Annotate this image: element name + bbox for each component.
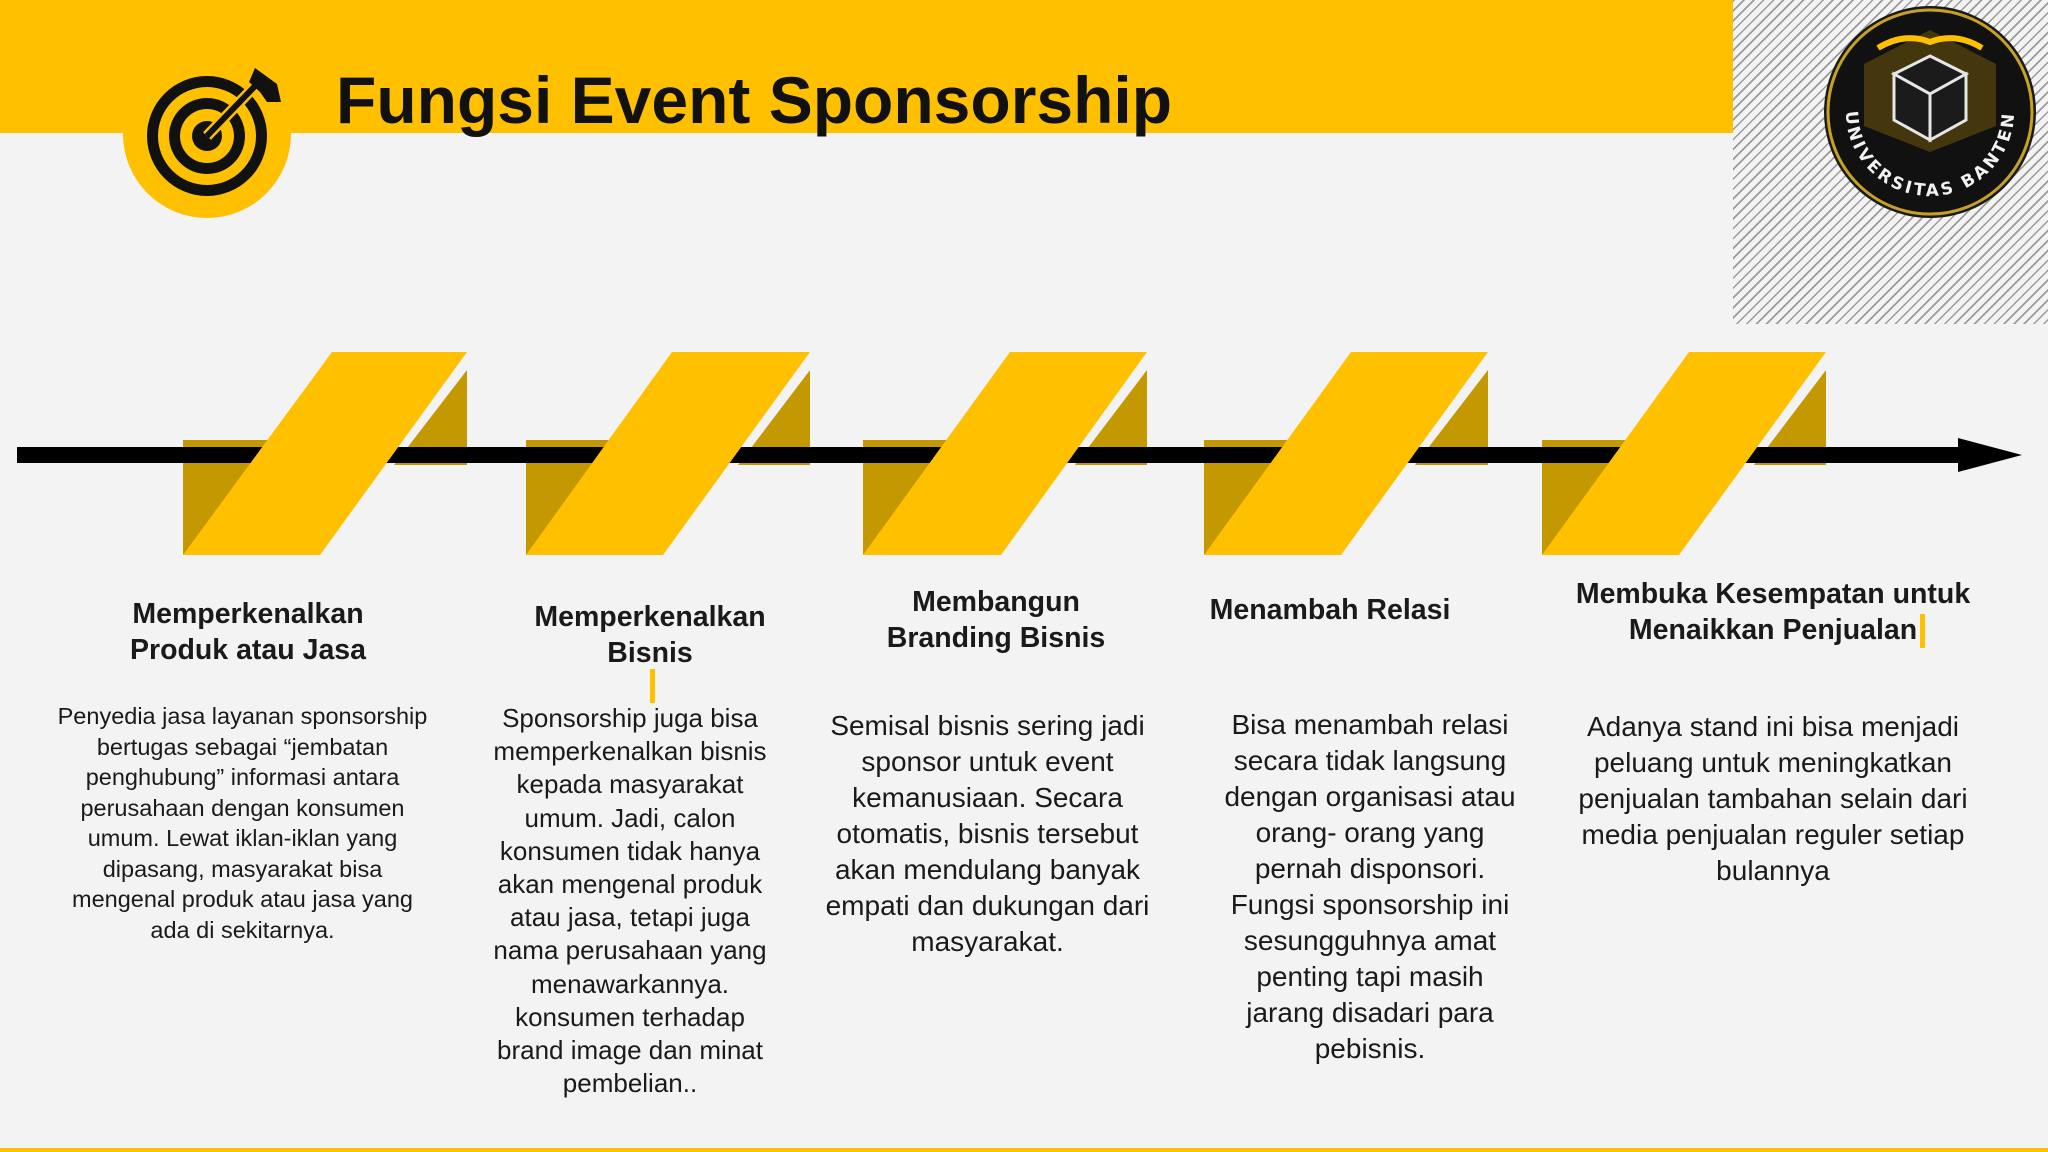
- step-4-heading: Menambah Relasi: [1209, 594, 1451, 626]
- timeline-ribbon: [1204, 352, 1488, 555]
- step-5-description: Adanya stand ini bisa menjadi peluang un…: [1578, 711, 1968, 886]
- step-1-description: Penyedia jasa layanan sponsorship bertug…: [57, 703, 428, 943]
- target-badge: [123, 58, 291, 218]
- timeline-ribbon: [863, 352, 1147, 555]
- timeline-ribbon-shadow: [1754, 370, 1826, 465]
- text-cursor-marker: [650, 669, 655, 703]
- university-logo: UNIVERSITAS BANTEN: [1820, 2, 2040, 222]
- bottom-rule: [0, 1148, 2048, 1152]
- timeline-ribbon-shadow: [1415, 370, 1488, 465]
- timeline-ribbon: [526, 352, 810, 555]
- step-1-heading: Memperkenalkan Produk atau Jasa: [129, 598, 366, 666]
- timeline-ribbon-shadow: [1075, 370, 1147, 465]
- step-2-description: Sponsorship juga bisa memperkenalkan bis…: [493, 703, 767, 1099]
- page-title: Fungsi Event Sponsorship: [336, 63, 1173, 137]
- step-3-heading: Membangun Branding Bisnis: [886, 586, 1106, 654]
- timeline-ribbon: [1542, 352, 1826, 555]
- step-5-heading: Membuka Kesempatan untuk Menaikkan Penju…: [1575, 578, 1971, 646]
- text-cursor-marker: [1920, 614, 1925, 648]
- target-icon: [147, 68, 281, 196]
- timeline-arrowhead: [1958, 438, 2022, 472]
- timeline-ribbon-shadow: [394, 370, 467, 465]
- timeline-ribbon-shadow: [738, 370, 810, 465]
- timeline-graphic: [17, 352, 2022, 555]
- step-4-description: Bisa menambah relasi secara tidak langsu…: [1224, 709, 1516, 1064]
- timeline-ribbon: [183, 352, 467, 555]
- step-2-heading: Memperkenalkan Bisnis: [534, 601, 766, 669]
- step-3-description: Semisal bisnis sering jadi sponsor untuk…: [825, 710, 1150, 957]
